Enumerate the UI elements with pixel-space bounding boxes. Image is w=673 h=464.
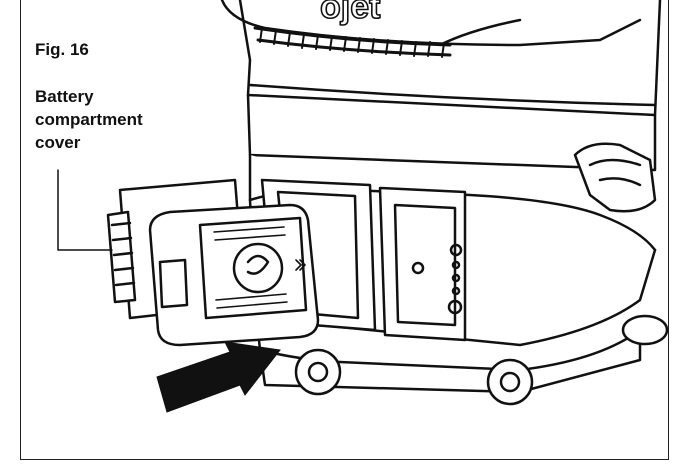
callout-battery-cover: Battery compartment cover <box>35 85 215 154</box>
battery-pack-icon <box>148 203 320 347</box>
push-arrow-icon <box>156 341 281 413</box>
callout-line-3: cover <box>35 133 81 152</box>
figure-label: Fig. 16 <box>35 40 89 59</box>
callout-line-2: compartment <box>35 110 143 129</box>
brand-lettering: ojet <box>320 0 380 26</box>
callout-line-1: Battery <box>35 87 94 106</box>
